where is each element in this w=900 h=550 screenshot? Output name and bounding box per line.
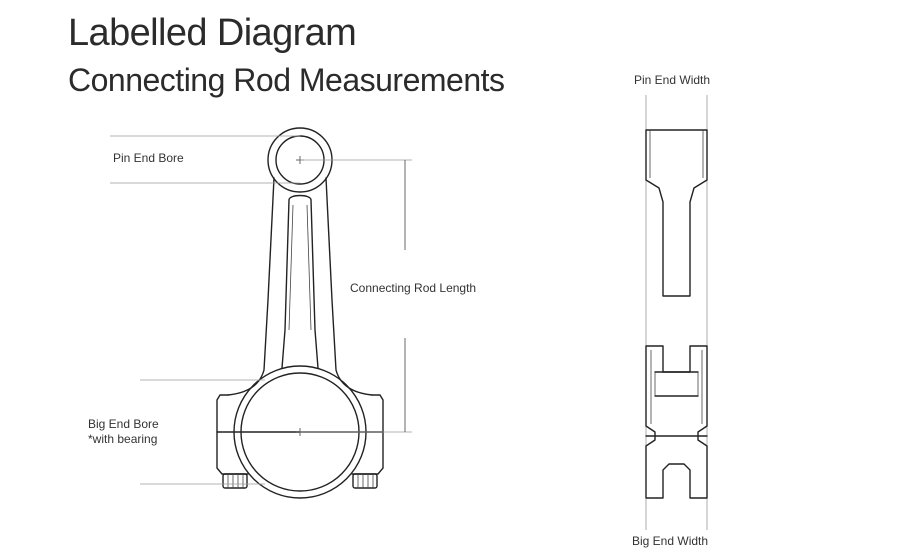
diagram-title: Labelled Diagram: [68, 12, 357, 54]
rod-front-view: [110, 127, 412, 499]
left-bolt-head: [222, 473, 248, 489]
big-end-width-label: Big End Width: [632, 534, 709, 548]
rod-beam-outline: [227, 177, 373, 396]
diagram-subtitle: Connecting Rod Measurements: [68, 62, 505, 98]
right-bolt-head: [352, 473, 378, 489]
big-end-bore-label: Big End Bore: [88, 417, 159, 431]
rod-beam-channel: [281, 194, 319, 369]
pin-end-width-label: Pin End Width: [634, 73, 711, 87]
big-end-bore-note: *with bearing: [88, 432, 158, 446]
pin-end-bore-label: Pin End Bore: [113, 151, 184, 165]
rod-side-view: [645, 95, 708, 530]
connecting-rod-length-label: Connecting Rod Length: [350, 281, 477, 295]
